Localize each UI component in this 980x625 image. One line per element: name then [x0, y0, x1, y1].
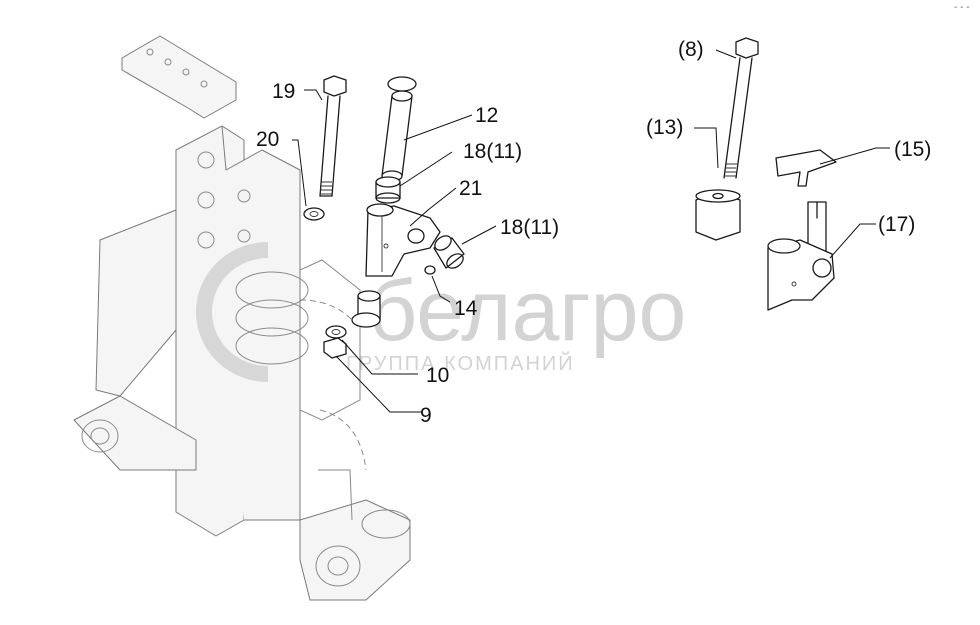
watermark-brand: белагро	[368, 263, 686, 359]
callout-12: 12	[475, 104, 498, 127]
callout-13: (13)	[646, 116, 683, 139]
callout-9: 9	[420, 404, 432, 427]
callout-10: 10	[426, 364, 449, 387]
callout-19: 19	[272, 80, 295, 103]
callout-18-side: 18(11)	[500, 216, 559, 239]
watermark: белагро ГРУППА КОМПАНИЙ	[196, 242, 686, 382]
part-10-washer	[325, 325, 347, 339]
callout-8: (8)	[678, 38, 704, 61]
callout-17: (17)	[878, 213, 915, 236]
part-8-bolt	[723, 37, 759, 179]
part-18-bushing-side	[433, 235, 465, 269]
part-13-spacer	[695, 189, 741, 241]
part-17-lever	[767, 201, 835, 311]
lower-bushing	[351, 290, 381, 328]
part-9-nut	[323, 337, 347, 359]
part-14-nut	[424, 265, 436, 275]
callout-labels: 19 20 12 18(11) 21 18(11) 14 10 9 (8) (1…	[256, 38, 931, 427]
frame-bracket	[73, 35, 411, 601]
callout-20: 20	[256, 128, 279, 151]
callout-14: 14	[454, 297, 478, 320]
watermark-logo-mark	[196, 242, 269, 382]
part-15-clip	[775, 149, 837, 187]
corner-mark: - - -	[954, 2, 970, 13]
part-12-pin	[381, 76, 417, 182]
watermark-tagline: ГРУППА КОМПАНИЙ	[346, 351, 575, 375]
part-20-washer	[303, 207, 325, 221]
callout-21: 21	[459, 177, 482, 200]
part-21-lever	[365, 203, 441, 277]
callout-18-upper: 18(11)	[463, 140, 522, 163]
callout-15: (15)	[894, 138, 931, 161]
part-19-bolt	[319, 75, 347, 197]
part-18-bushing-upper	[375, 176, 401, 204]
leader-lines	[292, 49, 890, 413]
